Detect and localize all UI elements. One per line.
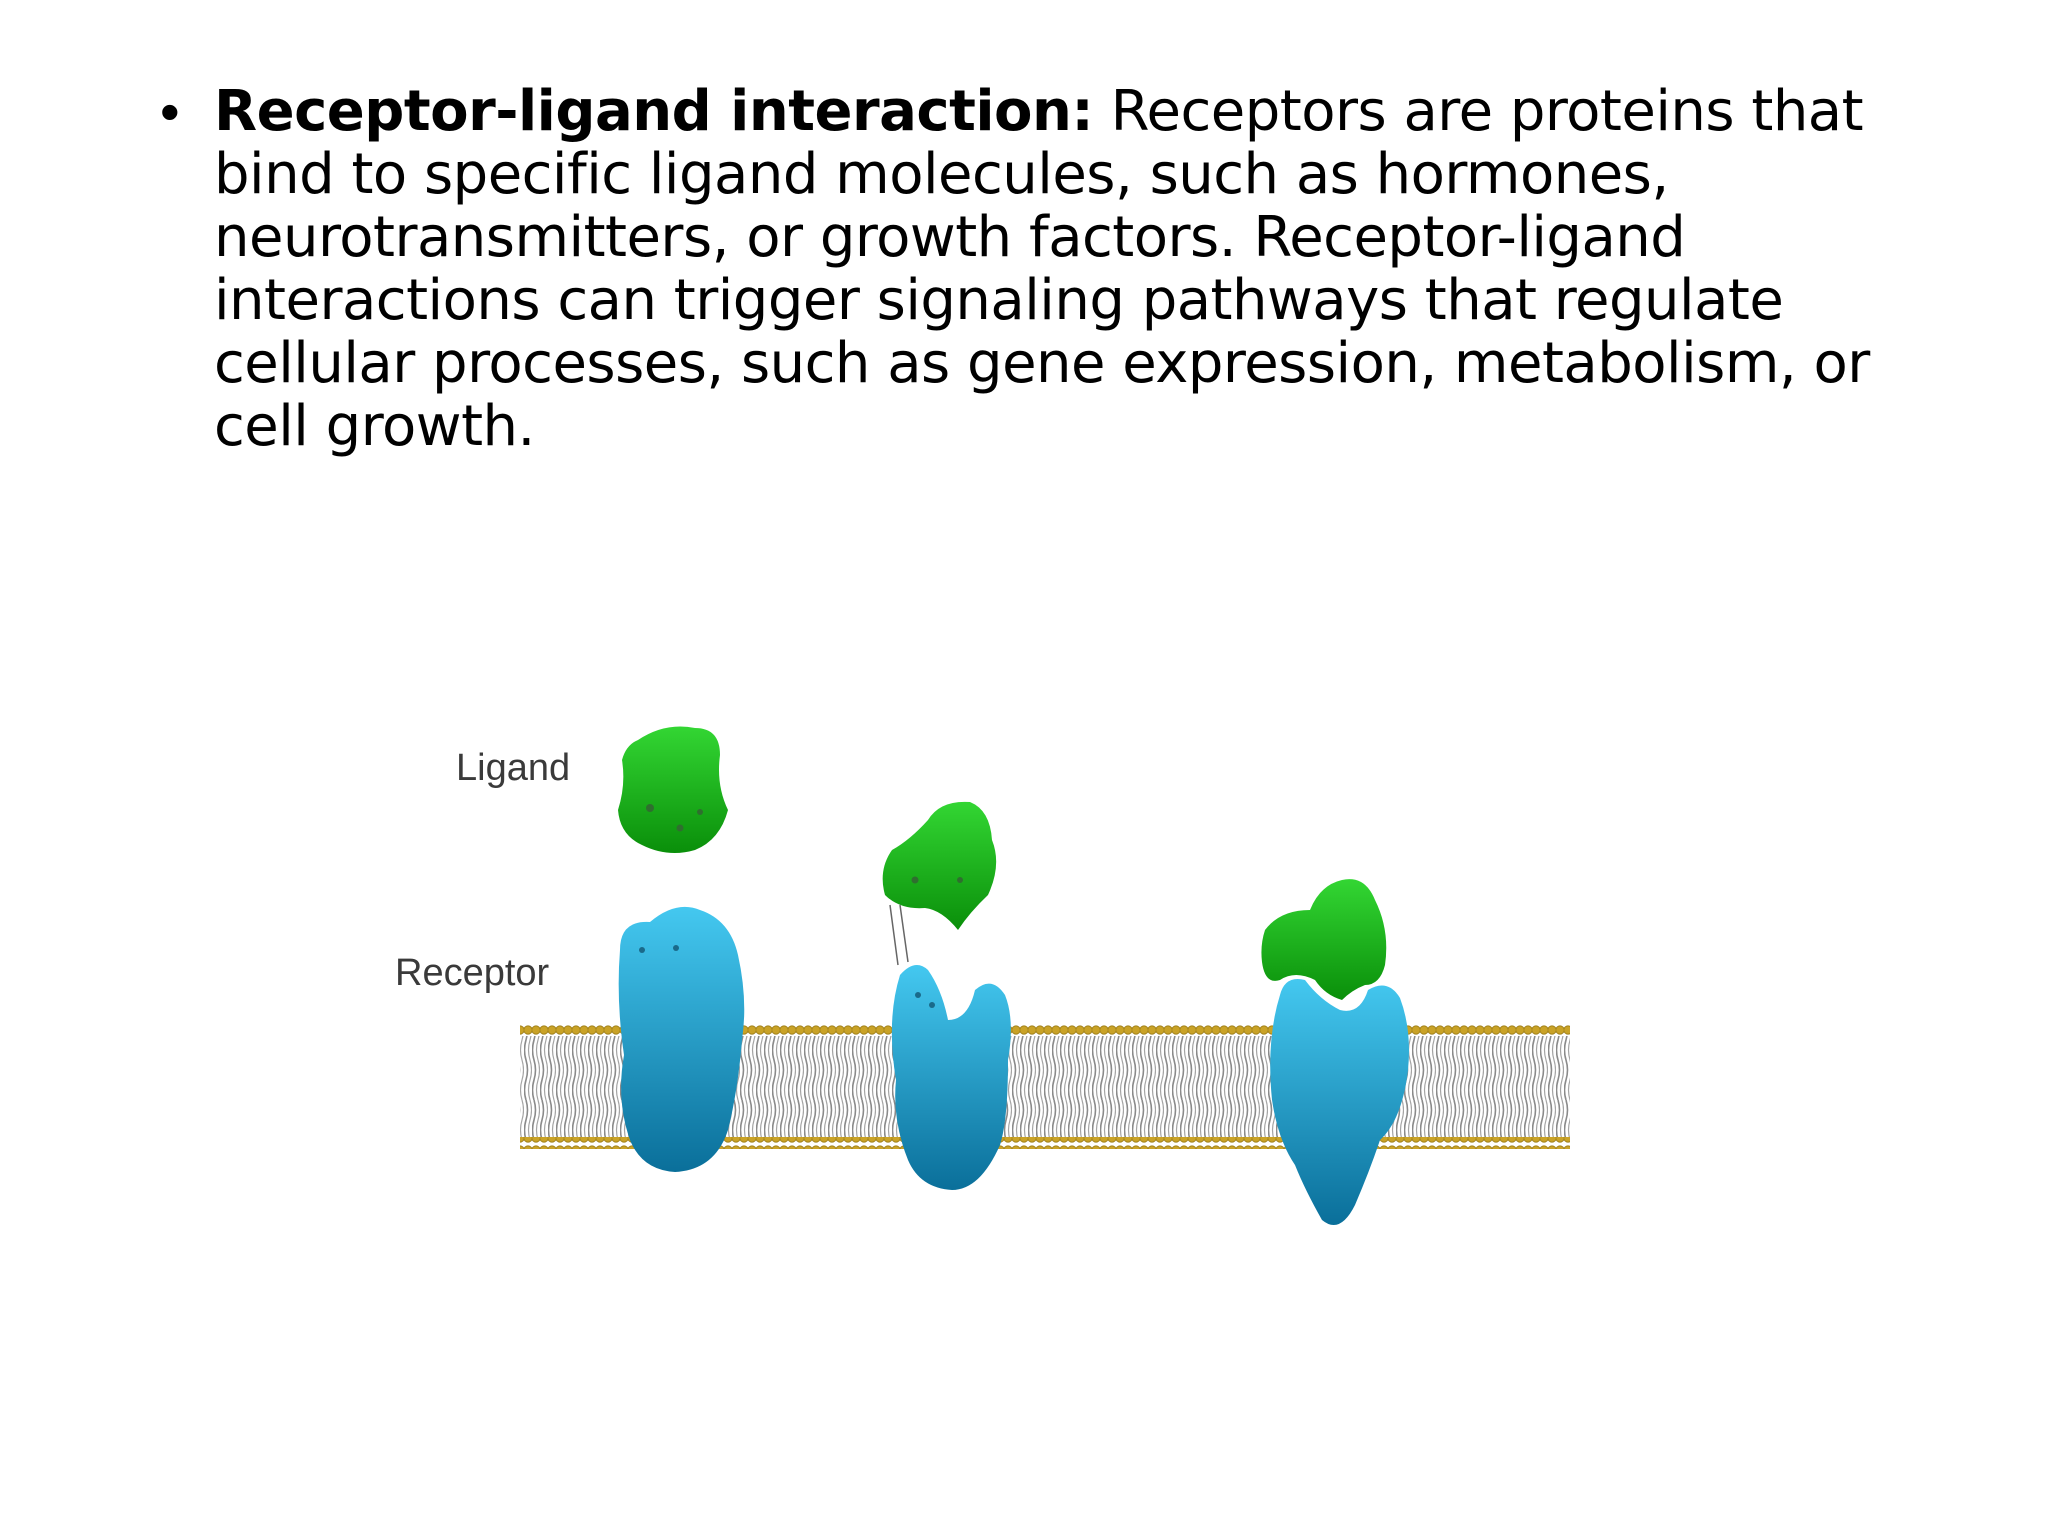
ligand-3 — [1261, 879, 1387, 1000]
ligand-2 — [882, 801, 997, 930]
diagram-svg: Ligand Receptor — [395, 726, 1570, 1225]
bullet-text: Receptor-ligand interaction: Receptors a… — [214, 80, 1934, 458]
bullet-body: Receptors are proteins that bind to spec… — [214, 79, 1870, 459]
ligand-1 — [618, 726, 728, 854]
receptor-3 — [1270, 979, 1409, 1225]
receptor-2 — [891, 965, 1011, 1190]
bullet-marker: • — [160, 80, 180, 143]
bullet-lead-term: Receptor-ligand interaction: — [214, 79, 1094, 144]
receptor-ligand-diagram: Ligand Receptor — [380, 700, 1700, 1260]
receptor-label: Receptor — [395, 952, 550, 994]
receptor-1 — [618, 906, 745, 1172]
binding-lines — [889, 904, 909, 966]
bullet-point: • Receptor-ligand interaction: Receptors… — [160, 80, 1940, 458]
ligand-label: Ligand — [456, 747, 570, 789]
